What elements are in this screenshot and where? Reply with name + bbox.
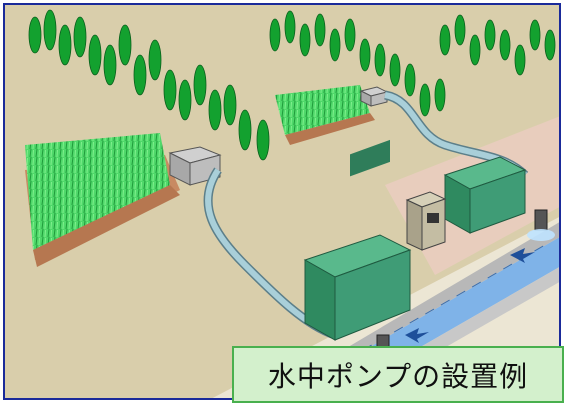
control-panel-icon xyxy=(405,191,447,251)
generator-icon-2 xyxy=(443,156,527,234)
rice-field-large xyxy=(25,133,180,267)
caption-text: 水中ポンプの設置例 xyxy=(267,359,529,393)
illustration-frame xyxy=(3,3,561,400)
rice-field-small xyxy=(275,85,375,145)
tree-grove xyxy=(28,9,556,161)
caption-box: 水中ポンプの設置例 xyxy=(232,346,564,403)
pump-installation-scene xyxy=(5,5,559,398)
generator-icon xyxy=(303,139,412,341)
water-tank-small-icon xyxy=(359,86,389,107)
flow-arrow-icon xyxy=(405,248,535,343)
